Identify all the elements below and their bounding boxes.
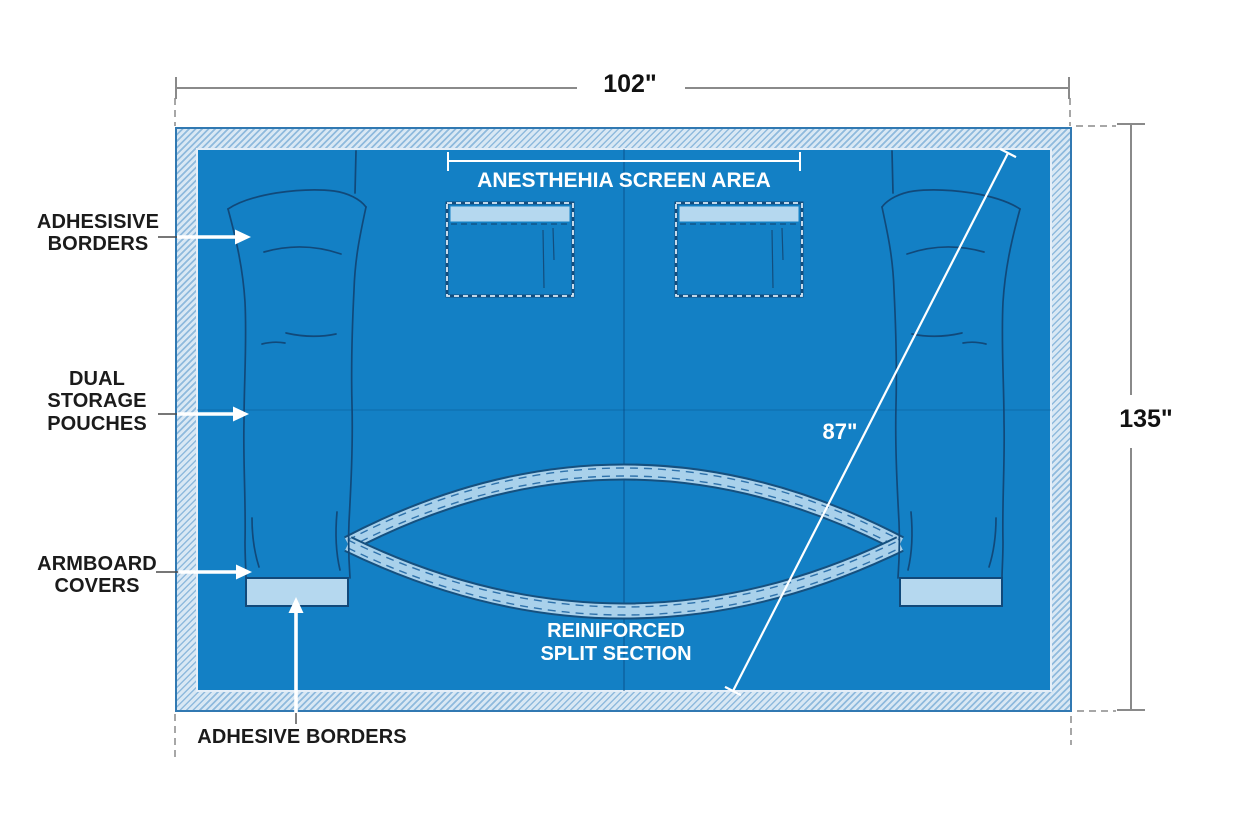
height-dimension-line <box>1117 123 1145 711</box>
label-adhesive-borders-bottom: ADHESIVE BORDERS <box>197 726 407 748</box>
diagonal-dimension-label: 87" <box>822 419 858 444</box>
diagonal-dimension-line <box>724 147 1017 697</box>
arrowhead-adhesive-bottom <box>288 597 304 613</box>
label-armboard-covers: ARMBOARD COVERS <box>37 553 157 598</box>
leader-arrows <box>156 229 304 724</box>
height-dimension-label: 135" <box>1119 405 1173 433</box>
arrowhead-armboard <box>236 564 252 580</box>
anesthesia-pocket-left <box>445 201 575 298</box>
arrowhead-adhesive-top <box>235 229 251 245</box>
arrowhead-pouches <box>233 406 249 422</box>
width-dimension-line <box>175 77 1070 99</box>
label-adhesive-borders-top: ADHESISIVE BORDERS <box>36 211 160 256</box>
armboard-cover-right <box>899 577 1003 607</box>
label-dual-storage-pouches: DUAL STORAGE POUCHES <box>47 368 147 435</box>
label-anesthesia-screen-area: ANESTHEHIA SCREEN AREA <box>477 169 771 192</box>
anesthesia-pocket-right <box>674 201 804 298</box>
label-reinforced-split-section: REINIFORCED SPLIT SECTION <box>540 620 692 665</box>
dimension-extension-lines <box>174 98 1116 757</box>
width-dimension-label: 102" <box>603 70 657 98</box>
storage-pouch-left <box>227 150 367 579</box>
drape-fold-lines <box>197 149 1051 691</box>
storage-pouch-right <box>881 150 1021 579</box>
anesthesia-screen-bracket <box>447 152 801 171</box>
